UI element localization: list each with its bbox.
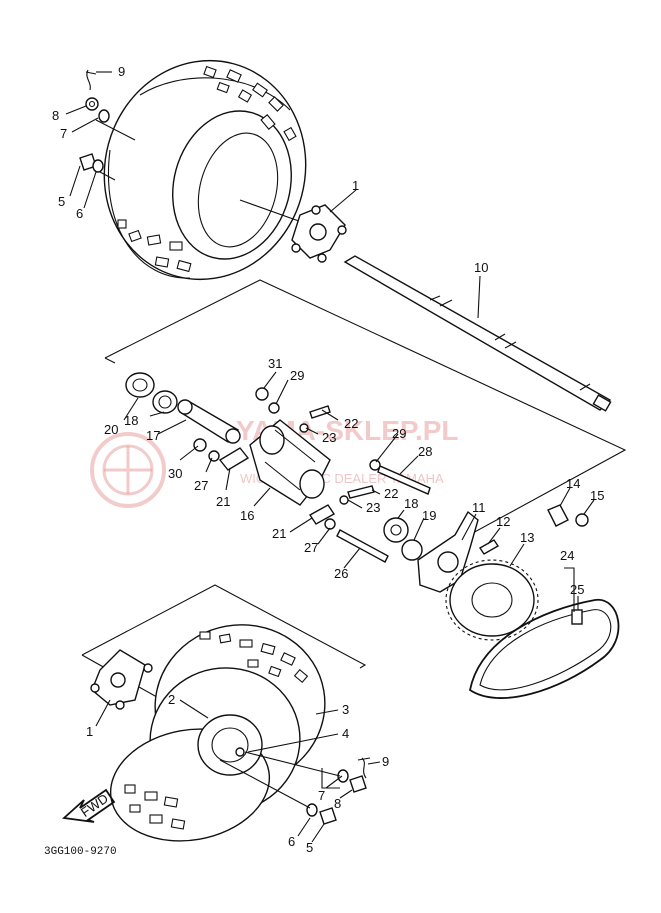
callout-31: 31 <box>268 356 282 371</box>
callout-18-right: 18 <box>404 496 418 511</box>
callout-22-lower: 22 <box>384 486 398 501</box>
forward-arrow-icon: FWD <box>61 788 116 823</box>
upper-hub <box>291 204 347 263</box>
callout-18-left: 18 <box>124 413 138 428</box>
callout-7-upper: 7 <box>60 126 67 141</box>
callout-6-upper: 6 <box>76 206 83 221</box>
callout-3: 3 <box>342 702 349 717</box>
callout-8-lower: 8 <box>334 796 341 811</box>
callout-20: 20 <box>104 422 118 437</box>
callout-13: 13 <box>520 530 534 545</box>
callout-1-lower: 1 <box>86 724 93 739</box>
callout-2: 2 <box>168 692 175 707</box>
callout-16: 16 <box>240 508 254 523</box>
watermark-logo-icon <box>90 432 166 508</box>
callout-5-lower: 5 <box>306 840 313 855</box>
upper-wheel <box>103 59 311 281</box>
leader-lines <box>65 71 595 843</box>
callout-27-upper: 27 <box>194 478 208 493</box>
callout-21-lower: 21 <box>272 526 286 541</box>
callout-29-lower: 29 <box>392 426 406 441</box>
lower-hub <box>90 649 153 710</box>
callout-17: 17 <box>146 428 160 443</box>
lower-wheel <box>109 624 326 842</box>
callout-19: 19 <box>422 508 436 523</box>
lower-fasteners <box>219 751 371 825</box>
callout-4: 4 <box>342 726 349 741</box>
callout-9-lower: 9 <box>382 754 389 769</box>
lower-assembly-outline <box>81 584 367 669</box>
callout-21-upper: 21 <box>216 494 230 509</box>
callout-23-upper: 23 <box>322 430 336 445</box>
callout-5-upper: 5 <box>58 194 65 209</box>
callout-10: 10 <box>474 260 488 275</box>
upper-fasteners <box>79 69 136 181</box>
callout-9-upper: 9 <box>118 64 125 79</box>
callout-15: 15 <box>590 488 604 503</box>
callout-22-upper: 22 <box>344 416 358 431</box>
callout-29-upper: 29 <box>290 368 304 383</box>
diagram-code: 3GG100-9270 <box>44 846 117 858</box>
callout-30: 30 <box>168 466 182 481</box>
callout-1-upper: 1 <box>352 178 359 193</box>
callout-12: 12 <box>496 514 510 529</box>
callout-27-lower: 27 <box>304 540 318 555</box>
middle-components <box>125 372 620 699</box>
callouts: 9 8 7 5 6 1 10 31 29 22 23 20 18 17 30 2… <box>52 64 604 855</box>
callout-28: 28 <box>418 444 432 459</box>
callout-24: 24 <box>560 548 574 563</box>
callout-25: 25 <box>570 582 584 597</box>
callout-14: 14 <box>566 476 580 491</box>
callout-26: 26 <box>334 566 348 581</box>
callout-23-lower: 23 <box>366 500 380 515</box>
callout-6-lower: 6 <box>288 834 295 849</box>
callout-8-upper: 8 <box>52 108 59 123</box>
callout-11: 11 <box>472 500 486 515</box>
callout-7-lower: 7 <box>318 788 325 803</box>
rear-axle <box>343 255 612 412</box>
